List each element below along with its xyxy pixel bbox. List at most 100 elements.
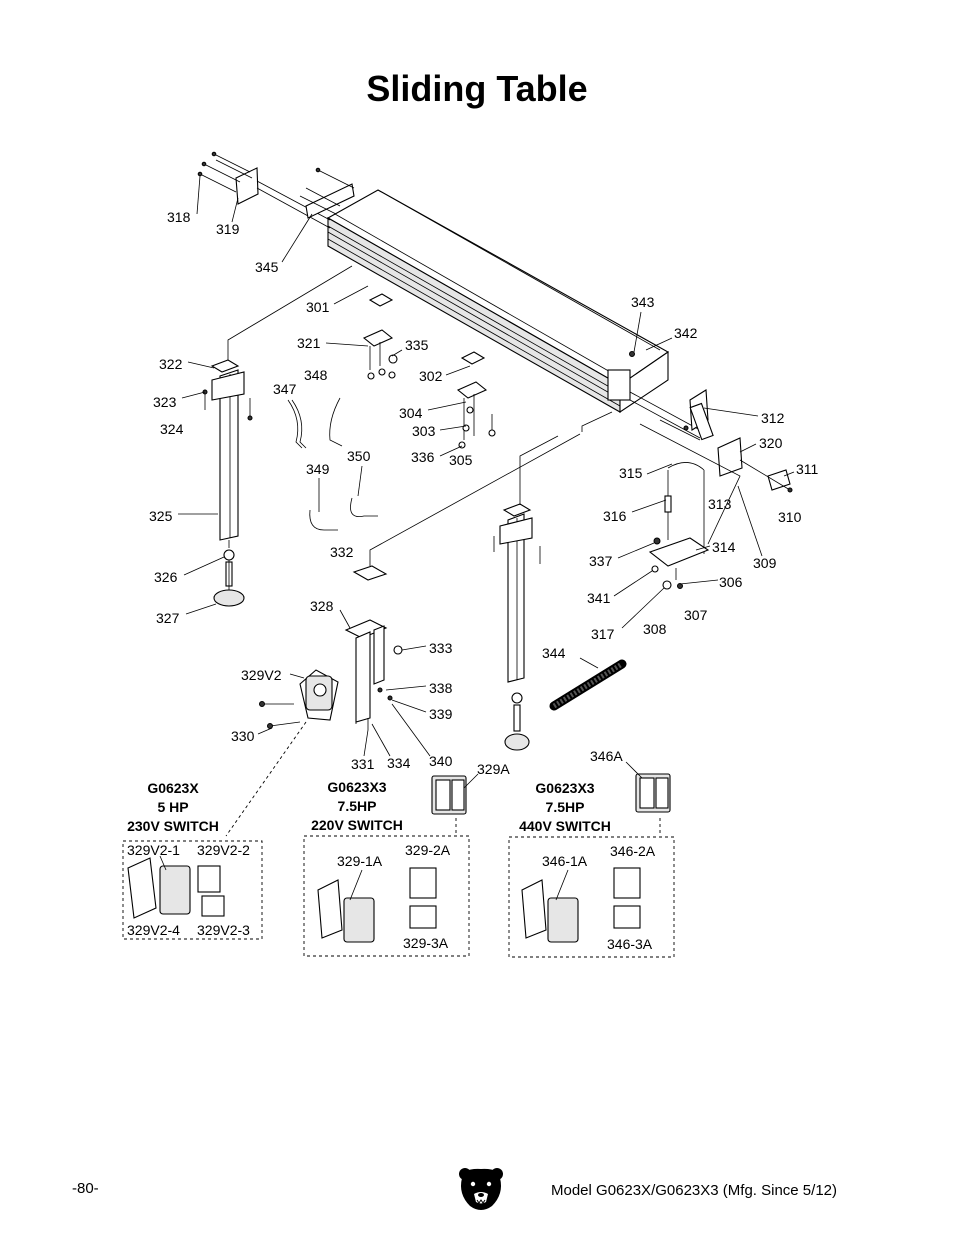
- callout-310: 310: [778, 509, 802, 525]
- callout-301: 301: [306, 299, 330, 315]
- callout-340: 340: [429, 753, 453, 769]
- part-callouts: 318 319 345 301 343 342 321 335 322 348 …: [127, 209, 819, 952]
- callout-329-2A: 329-2A: [405, 842, 451, 858]
- callout-315: 315: [619, 465, 643, 481]
- callout-349: 349: [306, 461, 330, 477]
- left-leg-assembly: [202, 359, 253, 607]
- callout-329-3A: 329-3A: [403, 935, 449, 951]
- callout-335: 335: [405, 337, 429, 353]
- clamp-plate-302: [456, 351, 496, 449]
- callout-332: 332: [330, 544, 354, 560]
- callout-307: 307: [684, 607, 708, 623]
- callout-329V2-2: 329V2-2: [197, 842, 250, 858]
- callout-317: 317: [591, 626, 615, 642]
- callout-346-3A: 346-3A: [607, 936, 653, 952]
- callout-316: 316: [603, 508, 627, 524]
- group-1-model: G0623X: [147, 780, 199, 796]
- callout-337: 337: [589, 553, 613, 569]
- callout-348: 348: [304, 367, 328, 383]
- group-2-power: 7.5HP: [338, 798, 377, 814]
- screw-set-318: [197, 151, 355, 215]
- callout-319: 319: [216, 221, 240, 237]
- callout-306: 306: [719, 574, 743, 590]
- callout-329V2-1: 329V2-1: [127, 842, 180, 858]
- callout-326: 326: [154, 569, 178, 585]
- callout-344: 344: [542, 645, 566, 661]
- callout-302: 302: [419, 368, 443, 384]
- callout-346-1A: 346-1A: [542, 853, 588, 869]
- callout-314: 314: [712, 539, 736, 555]
- callout-330: 330: [231, 728, 255, 744]
- callout-305: 305: [449, 452, 473, 468]
- callout-321: 321: [297, 335, 321, 351]
- callout-308: 308: [643, 621, 667, 637]
- kit-3-parts: [521, 867, 641, 943]
- rod-344: [549, 659, 627, 711]
- leader-lines: [159, 175, 795, 901]
- callout-329V2: 329V2: [241, 667, 282, 683]
- right-end-assembly: [629, 351, 793, 493]
- callout-313: 313: [708, 496, 732, 512]
- clamp-plate-321: [362, 293, 398, 380]
- group-3-power: 7.5HP: [546, 799, 585, 815]
- model-footer: Model G0623X/G0623X3 (Mfg. Since 5/12): [551, 1182, 837, 1199]
- callout-333: 333: [429, 640, 453, 656]
- sliding-table-extrusion: [326, 189, 670, 414]
- group-3-switch: 440V SWITCH: [519, 818, 611, 834]
- center-leg-assembly: [493, 503, 541, 751]
- callout-309: 309: [753, 555, 777, 571]
- page-number: -80-: [72, 1180, 99, 1197]
- callout-329V2-4: 329V2-4: [127, 922, 180, 938]
- callout-347: 347: [273, 381, 297, 397]
- callout-322: 322: [159, 356, 183, 372]
- callout-341: 341: [587, 590, 611, 606]
- kit-2-parts: [317, 867, 437, 943]
- callout-328: 328: [310, 598, 334, 614]
- switch-329A: [431, 775, 467, 815]
- switch-329V2: [259, 669, 339, 729]
- callout-320: 320: [759, 435, 783, 451]
- switch-kit-box-1: [122, 840, 263, 940]
- callout-311: 311: [796, 461, 819, 477]
- callout-345: 345: [255, 259, 279, 275]
- callout-327: 327: [156, 610, 180, 626]
- assembly-outline-lines: [227, 189, 741, 566]
- cable-set: [287, 397, 378, 531]
- callout-331: 331: [351, 756, 375, 772]
- callout-324: 324: [160, 421, 184, 437]
- callout-312: 312: [761, 410, 785, 426]
- switch-group-headings: G0623X 5 HP 230V SWITCH G0623X3 7.5HP 22…: [127, 779, 611, 834]
- switch-kit-box-2: [303, 835, 470, 957]
- callout-339: 339: [429, 706, 453, 722]
- callout-338: 338: [429, 680, 453, 696]
- callout-346A: 346A: [590, 748, 623, 764]
- callout-329V2-3: 329V2-3: [197, 922, 250, 938]
- kit-1-parts: [127, 857, 225, 919]
- group-3-model: G0623X3: [535, 780, 594, 796]
- callout-325: 325: [149, 508, 173, 524]
- callout-336: 336: [411, 449, 435, 465]
- callout-318: 318: [167, 209, 191, 225]
- group-1-power: 5 HP: [157, 799, 188, 815]
- callout-343: 343: [631, 294, 655, 310]
- switch-bracket: [344, 565, 403, 730]
- bear-logo-icon: [459, 1168, 503, 1210]
- page-title: Sliding Table: [366, 68, 588, 109]
- callout-346-2A: 346-2A: [610, 843, 656, 859]
- callout-350: 350: [347, 448, 371, 464]
- rear-leg-bracket: [648, 462, 710, 590]
- callout-334: 334: [387, 755, 411, 771]
- switch-346A: [635, 773, 671, 813]
- switch-kit-box-3: [508, 836, 675, 958]
- callout-304: 304: [399, 405, 423, 421]
- callout-329A: 329A: [477, 761, 510, 777]
- group-2-model: G0623X3: [327, 779, 386, 795]
- callout-342: 342: [674, 325, 698, 341]
- callout-303: 303: [412, 423, 436, 439]
- group-2-switch: 220V SWITCH: [311, 817, 403, 833]
- group-1-switch: 230V SWITCH: [127, 818, 219, 834]
- callout-323: 323: [153, 394, 177, 410]
- callout-329-1A: 329-1A: [337, 853, 383, 869]
